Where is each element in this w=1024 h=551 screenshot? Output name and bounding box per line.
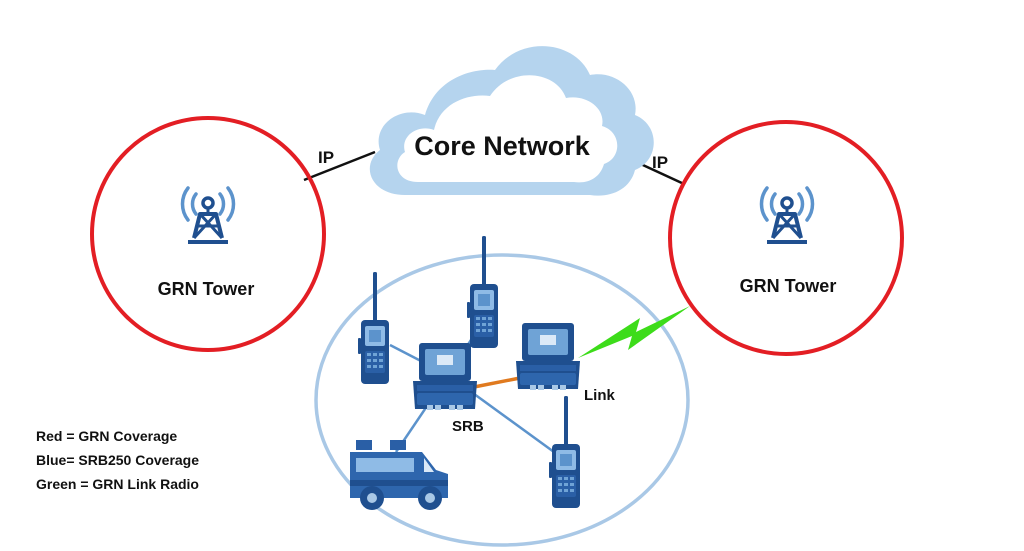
grn-coverage-right — [668, 120, 904, 356]
radio-tower-icon — [759, 186, 815, 244]
core-network-label: Core Network — [414, 131, 591, 161]
lightning-link-icon — [578, 306, 690, 358]
srb-link-line — [473, 376, 521, 389]
radio-handset-icon — [549, 396, 580, 508]
legend-item-green: Green = GRN Link Radio — [36, 476, 199, 492]
grn-tower-label-left: GRN Tower — [158, 279, 255, 299]
legend-item-blue: Blue= SRB250 Coverage — [36, 452, 200, 468]
legend-item-red: Red = GRN Coverage — [36, 428, 178, 444]
srb-coverage — [314, 253, 690, 547]
radio-handset-icon — [467, 236, 498, 348]
legend: Red = GRN Coverage Blue= SRB250 Coverage… — [36, 424, 199, 496]
grn-tower-label-right: GRN Tower — [740, 276, 837, 296]
ip-label-right: IP — [652, 153, 668, 172]
srb-label: SRB — [452, 418, 484, 435]
radio-tower-icon — [180, 186, 236, 244]
ip-line-left — [303, 150, 376, 182]
srb-unit-icon — [516, 323, 580, 390]
ip-label-left: IP — [318, 148, 334, 167]
grn-coverage-left — [90, 116, 326, 352]
vehicle-icon — [350, 440, 448, 510]
cloud-icon — [369, 46, 654, 196]
link-label: Link — [584, 387, 615, 404]
srb-unit-icon — [413, 343, 477, 410]
